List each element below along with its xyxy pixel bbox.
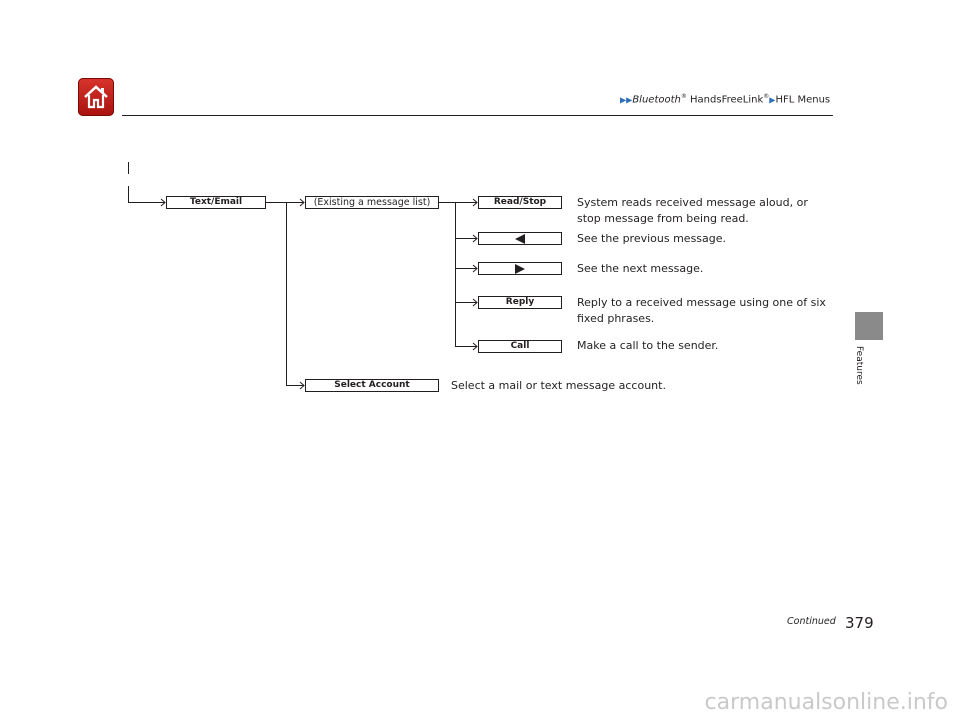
call-description: Make a call to the sender. xyxy=(577,339,719,352)
reply-button[interactable]: Reply xyxy=(478,296,562,309)
page-number: 379 xyxy=(845,614,874,632)
breadcrumb-arrow-icon-2: ▶ xyxy=(769,95,776,105)
existing-message-list-button[interactable]: (Existing a message list) xyxy=(305,196,439,209)
home-icon xyxy=(84,85,108,109)
next-arrow-icon xyxy=(515,264,525,274)
previous-button[interactable] xyxy=(478,232,562,245)
previous-arrow-icon xyxy=(515,234,525,244)
header-rule xyxy=(122,115,833,116)
watermark: carmanualsonline.info xyxy=(704,690,948,715)
text-email-button[interactable]: Text/Email xyxy=(166,196,266,209)
next-description: See the next message. xyxy=(577,262,704,275)
breadcrumb: ▶▶Bluetooth® HandsFreeLink®▶HFL Menus xyxy=(620,93,830,105)
select-account-description: Select a mail or text message account. xyxy=(451,379,666,392)
breadcrumb-reg-mark: ® xyxy=(680,93,687,100)
breadcrumb-reg-mark-2: ® xyxy=(763,93,770,100)
call-button[interactable]: Call xyxy=(478,340,562,353)
previous-description: See the previous message. xyxy=(577,232,727,245)
breadcrumb-arrow-icon: ▶▶ xyxy=(620,95,633,105)
breadcrumb-bluetooth[interactable]: Bluetooth xyxy=(632,94,681,106)
breadcrumb-hfl-menus[interactable]: HFL Menus xyxy=(775,94,831,106)
next-button[interactable] xyxy=(478,262,562,275)
read-stop-button[interactable]: Read/Stop xyxy=(478,196,562,209)
features-tab[interactable] xyxy=(855,312,883,340)
reply-description: Reply to a received message using one of… xyxy=(577,296,826,325)
select-account-button[interactable]: Select Account xyxy=(305,379,439,392)
continued-label: Continued xyxy=(787,616,836,627)
breadcrumb-handsfreelink[interactable]: HandsFreeLink xyxy=(686,94,764,106)
home-button[interactable] xyxy=(78,78,114,116)
